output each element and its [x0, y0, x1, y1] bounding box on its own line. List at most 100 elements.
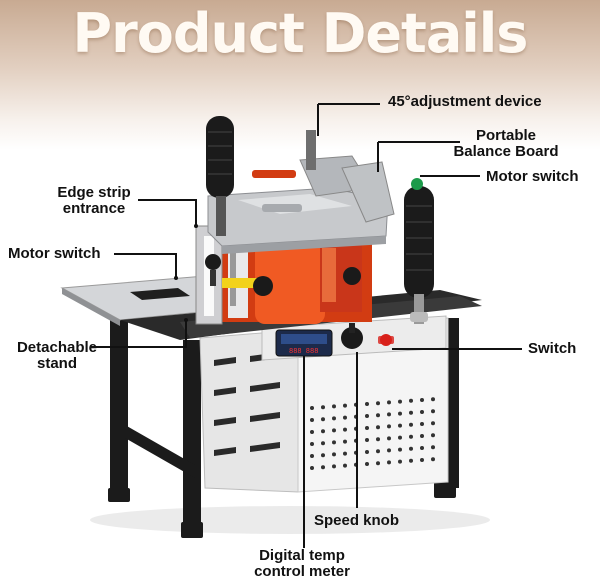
speed-knob: [341, 327, 363, 349]
vent-hole: [332, 452, 336, 457]
portable-balance-board: [341, 161, 395, 223]
label-motor-switch-right: Motor switch: [486, 168, 579, 185]
vent-hole: [409, 422, 413, 427]
leader-motor-left: [114, 253, 177, 278]
vent-hole: [332, 440, 336, 445]
vent-hole: [332, 464, 336, 469]
vent-hole: [398, 411, 402, 416]
vent-hole: [420, 422, 424, 426]
vent-hole: [376, 413, 380, 418]
vent-hole: [431, 433, 435, 438]
vent-hole: [343, 451, 347, 456]
label-temp-line1: Digital temp: [259, 547, 345, 564]
label-motor-switch-left: Motor switch: [8, 245, 101, 262]
motor-switch-indicator: [411, 178, 423, 190]
vent-hole: [332, 428, 336, 433]
vent-hole: [387, 460, 391, 465]
ventilation-holes: [310, 397, 435, 470]
vent-hole: [321, 453, 325, 458]
vent-hole: [321, 405, 325, 410]
label-adjustment-device: 45°adjustment device: [388, 93, 542, 110]
vent-hole: [420, 458, 424, 462]
vent-hole: [387, 424, 391, 429]
vent-hole: [332, 416, 336, 421]
vent-hole: [365, 402, 369, 406]
left-handle: [206, 116, 234, 198]
vent-hole: [310, 454, 314, 458]
vent-hole: [332, 404, 336, 409]
aluminum-top-cover: [207, 130, 395, 254]
label-stand-line2: stand: [36, 355, 77, 372]
vent-hole: [343, 427, 347, 432]
vent-hole: [310, 430, 314, 434]
adjustment-rod: [306, 130, 316, 170]
label-speed-knob: Speed knob: [314, 512, 400, 529]
vent-hole: [431, 409, 435, 414]
vent-hole: [310, 442, 314, 446]
vent-hole: [431, 457, 435, 462]
vent-hole: [409, 434, 413, 439]
label-switch: Switch: [528, 340, 577, 357]
vent-hole: [343, 403, 347, 408]
leader-stand: [90, 320, 187, 348]
right-handle: [404, 186, 434, 298]
vent-hole: [387, 436, 391, 441]
vent-hole: [321, 429, 325, 434]
vent-hole: [409, 446, 413, 451]
vent-hole: [376, 437, 380, 442]
header-banner: [0, 0, 600, 150]
vent-hole: [376, 461, 380, 466]
vent-hole: [310, 406, 314, 410]
vent-hole: [365, 414, 369, 418]
electrical-cabinet: [199, 317, 449, 493]
vent-hole: [343, 463, 347, 468]
vent-hole: [365, 438, 369, 442]
vent-hole: [387, 448, 391, 453]
vent-hole: [420, 410, 424, 414]
vent-hole: [398, 423, 402, 428]
vent-hole: [431, 397, 435, 402]
vent-hole: [365, 450, 369, 454]
vent-hole: [398, 435, 402, 440]
vent-hole: [321, 465, 325, 470]
label-edge-strip-line2: entrance: [62, 200, 126, 217]
vent-hole: [310, 466, 314, 470]
svg-text:888 888: 888 888: [289, 348, 318, 356]
vent-hole: [409, 398, 413, 403]
vent-hole: [398, 399, 402, 404]
label-balance-line2: Balance Board: [453, 143, 559, 160]
vent-hole: [365, 462, 369, 466]
vent-hole: [420, 398, 424, 402]
vent-hole: [409, 410, 413, 415]
vent-hole: [420, 446, 424, 450]
adjustment-lever: [252, 170, 296, 178]
label-balance-board: Portable Balance Board: [446, 128, 566, 160]
vent-hole: [321, 417, 325, 422]
label-edge-strip: Edge strip entrance: [42, 185, 146, 217]
label-edge-strip-line1: Edge strip: [57, 184, 131, 201]
vent-hole: [365, 426, 369, 430]
label-balance-line1: Portable: [475, 127, 536, 144]
label-temp-line2: control meter: [254, 563, 350, 580]
vent-hole: [398, 447, 402, 452]
vent-hole: [376, 425, 380, 430]
vent-hole: [431, 445, 435, 450]
vent-hole: [376, 449, 380, 454]
label-temp-meter: Digital temp control meter: [232, 548, 372, 580]
floor-shadow: [90, 506, 490, 534]
vent-hole: [387, 400, 391, 405]
vent-hole: [321, 441, 325, 446]
vent-hole: [398, 459, 402, 464]
vent-hole: [310, 418, 314, 422]
vent-hole: [343, 415, 347, 420]
leader-edge-strip: [138, 199, 197, 226]
callout-lines: [90, 103, 522, 548]
label-detachable-stand: Detachable stand: [10, 340, 104, 372]
vent-hole: [387, 412, 391, 417]
page-title: Product Details: [72, 2, 529, 65]
label-stand-line1: Detachable: [16, 339, 98, 356]
vent-hole: [343, 439, 347, 444]
vent-hole: [420, 434, 424, 438]
vent-hole: [431, 421, 435, 426]
